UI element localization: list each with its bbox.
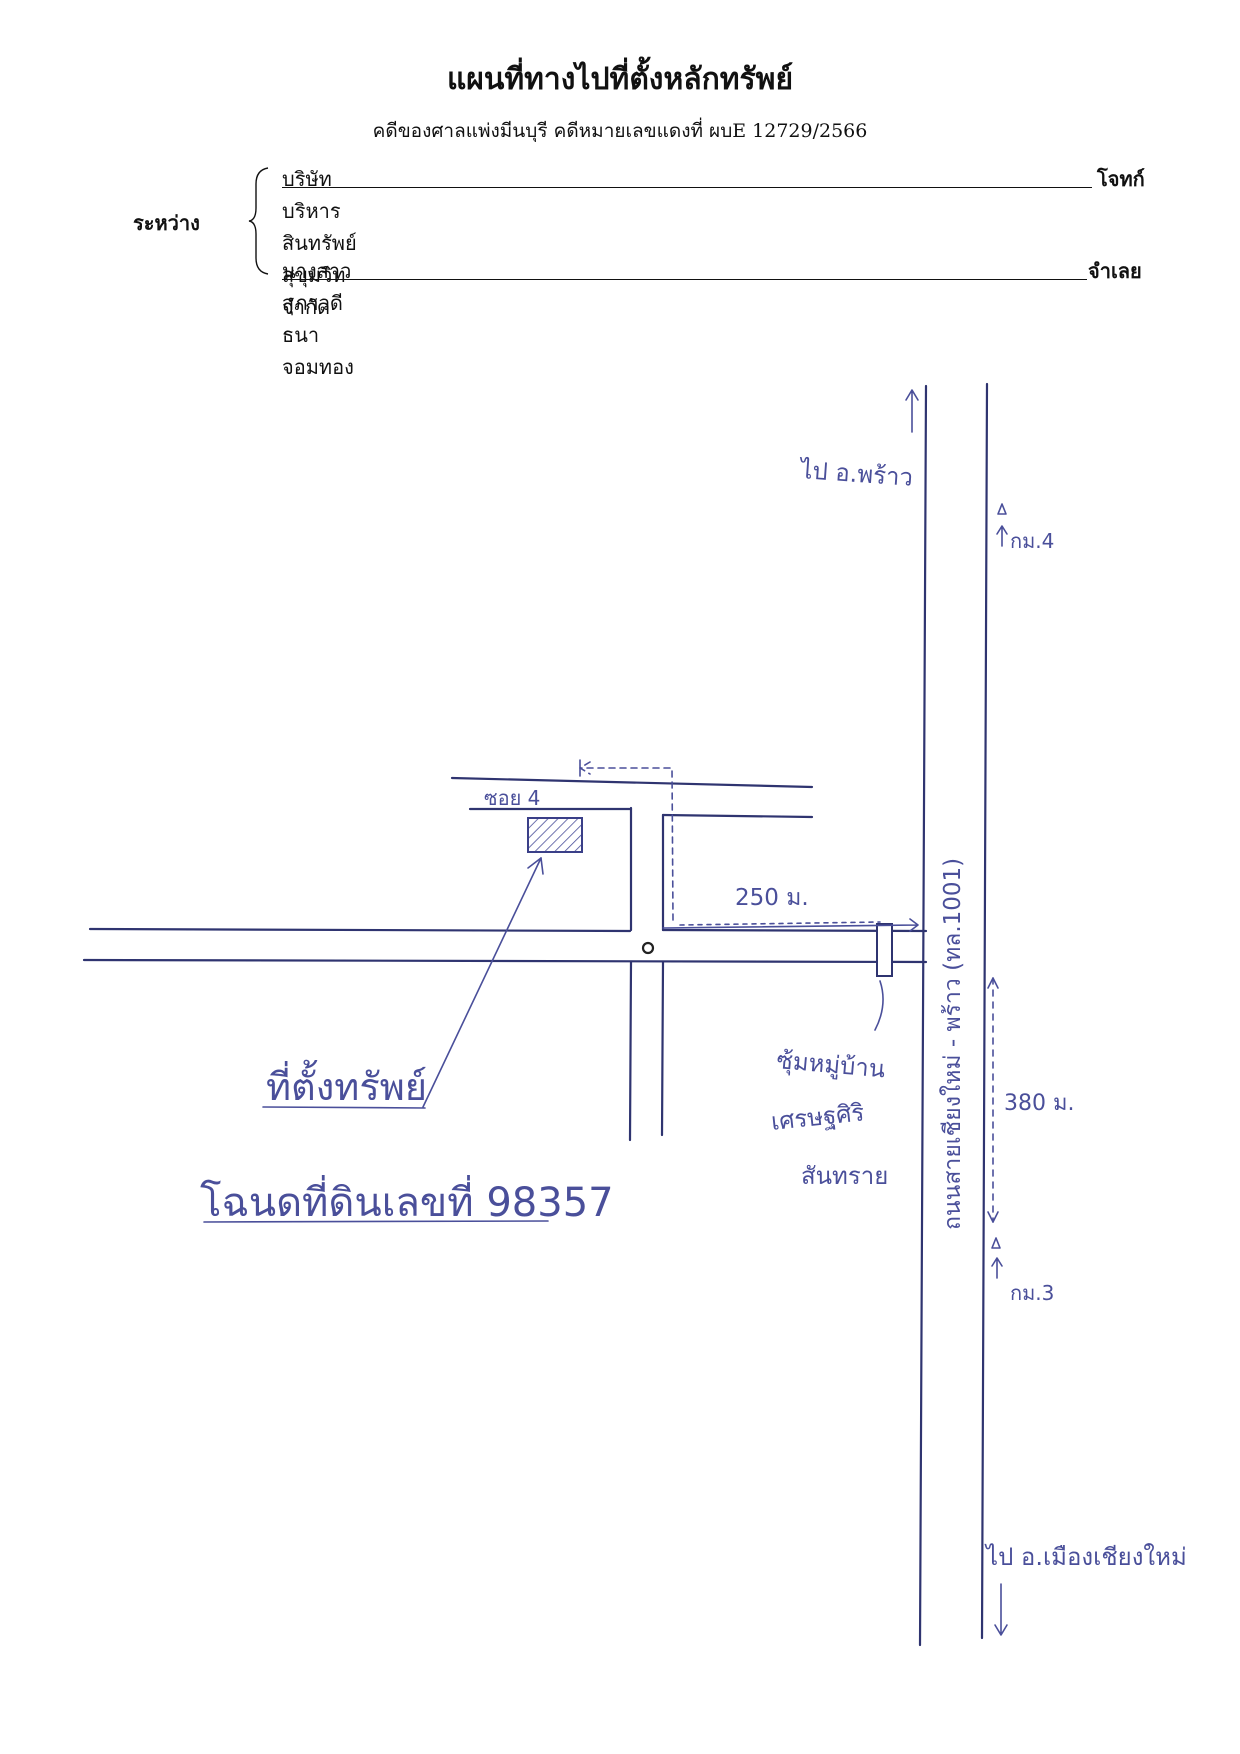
- village-pointer: [874, 980, 884, 1031]
- property-pointer-line: [422, 857, 542, 1108]
- label-village-line1: ซุ้มหมู่บ้าน: [775, 1046, 886, 1084]
- intersection-marker: [641, 941, 655, 955]
- property-label-underline: [262, 1106, 426, 1109]
- label-distance-380: 380 ม.: [1004, 1091, 1074, 1116]
- between-label: ระหว่าง: [133, 211, 200, 235]
- defendant-underline: [282, 279, 1087, 280]
- route-250m-arrow: [662, 918, 919, 932]
- page-title: แผนที่ทางไปที่ตั้งหลักทรัพย์: [446, 62, 794, 97]
- measure-top-arrow: [987, 977, 999, 989]
- south-arrow: [994, 1583, 1008, 1636]
- label-village-line3: สันทราย: [801, 1162, 888, 1190]
- label-km4: กม.4: [1010, 529, 1054, 553]
- brace-bracket: [248, 167, 269, 275]
- deed-label-underline: [203, 1220, 549, 1223]
- case-subtitle: คดีของศาลแพ่งมีนบุรี คดีหมายเลขแดงที่ ผบ…: [372, 120, 868, 142]
- highway-west-edge: [918, 384, 928, 1647]
- km3-triangle: [991, 1237, 1001, 1249]
- label-to-chiangmai: ไป อ.เมืองเชียงใหม่: [984, 1543, 1187, 1571]
- label-highway: ถนนสายเชียงใหม่ - พร้าว (ทล.1001): [939, 858, 966, 1230]
- km4-arrow: [996, 525, 1008, 547]
- south-road-west-edge: [628, 960, 633, 1142]
- side-road-south-edge: [82, 958, 928, 964]
- property-parcel: [527, 817, 583, 853]
- plaintiff-role: โจทก์: [1097, 167, 1145, 191]
- label-soi-4: ซอย 4: [484, 786, 540, 810]
- plaintiff-name: บริษัท บริหารสินทรัพย์สุขุมวิท จำกัด: [282, 167, 357, 319]
- highway-east-edge: [980, 382, 989, 1640]
- label-km3: กม.3: [1010, 1281, 1054, 1305]
- property-pointer-head: [527, 857, 544, 875]
- plaintiff-underline: [282, 187, 1092, 188]
- km4-triangle: [997, 503, 1007, 515]
- village-gate-marker: [876, 923, 893, 977]
- label-to-phrao: ไป อ.พร้าว: [798, 456, 914, 492]
- label-village-line2: เศรษฐศิริ: [770, 1098, 866, 1136]
- route-dashed-arrow: [579, 761, 674, 921]
- km3-arrow: [991, 1257, 1003, 1279]
- label-distance-250: 250 ม.: [735, 885, 809, 911]
- side-road-north-edge: [88, 927, 632, 933]
- route-250m-dash: [679, 921, 881, 926]
- measure-bottom-arrow: [987, 1211, 999, 1223]
- soi-north-edge: [450, 776, 814, 789]
- north-arrow: [905, 389, 919, 433]
- label-property-location: ที่ตั้งทรัพย์: [266, 1059, 427, 1109]
- soi-south-edge-east: [661, 813, 814, 819]
- defendant-role: จำเลย: [1088, 259, 1142, 283]
- label-title-deed: โฉนดที่ดินเลขที่ 98357: [200, 1175, 614, 1226]
- south-road-east-edge: [660, 960, 665, 1137]
